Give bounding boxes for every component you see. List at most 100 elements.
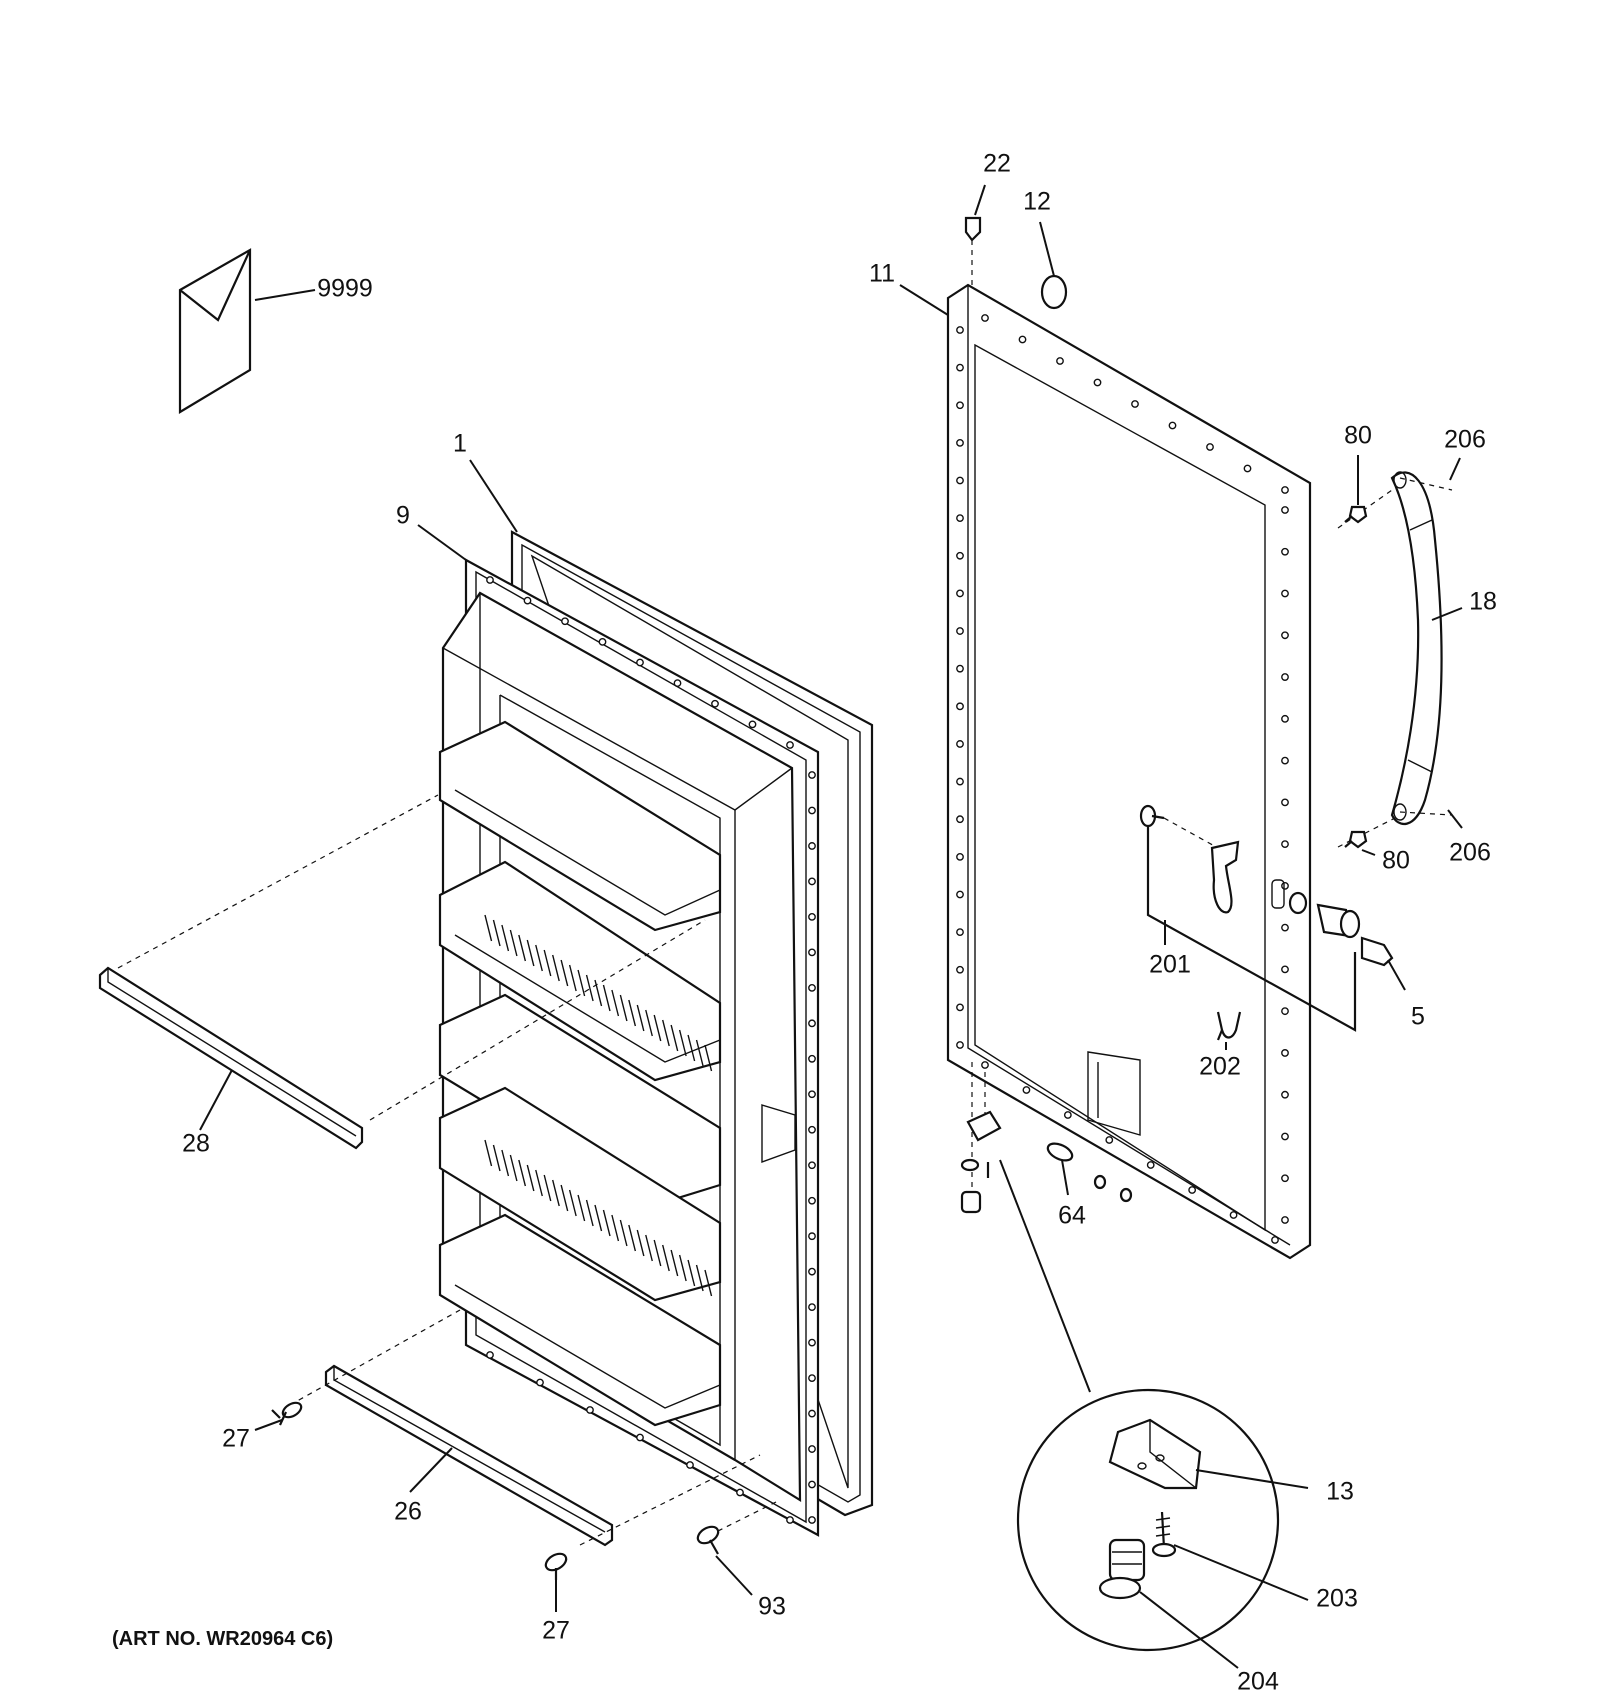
screw-hole: [673, 679, 682, 688]
wire-rib: [678, 1254, 687, 1282]
callout-202: 202: [1199, 1053, 1241, 1081]
wire-shelf-ribs-lower: [484, 1139, 713, 1297]
screw-hole: [1018, 335, 1027, 344]
wire-rib: [585, 974, 594, 1002]
screw-hole: [808, 771, 816, 779]
callout-206-upper: 206: [1444, 426, 1486, 454]
wire-rib: [577, 1194, 586, 1222]
screw-hole: [586, 1406, 594, 1414]
screw-hole: [956, 551, 964, 560]
screw-hole: [808, 1196, 816, 1205]
screw-hole: [808, 806, 816, 815]
screw-hole: [956, 890, 964, 899]
callout-204: 204: [1237, 1668, 1279, 1696]
wire-rib: [645, 1234, 653, 1262]
callout-28: 28: [182, 1130, 210, 1158]
hinge-bracket-part-13: [1108, 1418, 1202, 1490]
screw-hole: [956, 965, 964, 974]
screw-hole: [1281, 631, 1289, 640]
wire-rib: [636, 1004, 645, 1032]
screw-hole: [808, 877, 816, 886]
hinge-detail-circle: [999, 1159, 1280, 1652]
wire-rib: [653, 1239, 662, 1267]
lock-bolt-dashed-line: [1163, 817, 1237, 859]
screw-hole: [748, 720, 757, 729]
screw-hole: [808, 842, 816, 850]
door-liner-body: [438, 576, 816, 1524]
screw-hole: [956, 702, 964, 711]
screw-hole: [956, 514, 964, 523]
wire-rib: [619, 994, 628, 1022]
door-shelf-3: [438, 993, 722, 1207]
screw-hole: [808, 1125, 816, 1134]
wire-rib: [552, 954, 560, 982]
screw-hole: [808, 1019, 816, 1028]
shelf-bar-part-28: [98, 966, 364, 1150]
screw-hole: [1281, 923, 1289, 932]
wire-rib: [543, 949, 552, 977]
screw-part-80-lower: [1344, 830, 1368, 849]
screw-hole: [1146, 1161, 1155, 1169]
screw-hole: [1281, 1132, 1289, 1141]
door-shelf-1: [438, 720, 722, 932]
screw-hole: [808, 1338, 816, 1347]
wire-rib: [636, 1229, 645, 1257]
wire-rib: [492, 1144, 501, 1172]
art-number-caption: (ART NO. WR20964 C6): [112, 1628, 333, 1650]
callout-5: 5: [1411, 1003, 1425, 1031]
callout-203: 203: [1316, 1585, 1358, 1613]
callout-27-lower: 27: [542, 1617, 570, 1645]
screw-part-80-upper: [1344, 505, 1368, 524]
leveling-plug-part-204: [1098, 1538, 1146, 1600]
screw-hole: [808, 1303, 816, 1312]
wire-rib: [560, 959, 569, 987]
wire-rib: [501, 1149, 510, 1177]
callout-64: 64: [1058, 1202, 1086, 1230]
screw-hole: [523, 596, 532, 605]
screw-hole: [1281, 1007, 1289, 1016]
screw-hole: [1243, 464, 1252, 473]
wire-rib: [568, 964, 577, 992]
screw-hole: [486, 1351, 494, 1359]
screw-hole: [808, 1267, 816, 1276]
screw-hole: [1281, 547, 1289, 556]
callout-22: 22: [983, 150, 1011, 178]
callout-11: 11: [869, 260, 895, 288]
wire-rib: [704, 1044, 713, 1072]
screw-hole: [561, 617, 569, 626]
wire-rib: [602, 1209, 611, 1237]
wire-rib: [670, 1249, 679, 1277]
wire-rib: [628, 999, 637, 1027]
screw-hole: [808, 1232, 816, 1241]
screw-hole: [956, 589, 964, 598]
screw-hole: [1281, 840, 1289, 849]
callout-12: 12: [1023, 188, 1051, 216]
grommet-part-64: [1046, 1142, 1074, 1162]
wire-rib: [509, 929, 518, 957]
wire-rib: [518, 1159, 527, 1187]
hinge-hardware-bottom: [960, 1062, 1133, 1214]
screw-hole: [1281, 965, 1289, 974]
screw-hole: [536, 1378, 544, 1387]
screw-hole: [686, 1461, 694, 1469]
screw-hole: [956, 627, 964, 635]
wire-rib: [585, 1199, 594, 1227]
screw-hole: [808, 1409, 816, 1418]
screw-hole: [636, 1433, 644, 1442]
screw-hole: [956, 476, 964, 485]
screw-hole: [1281, 589, 1289, 598]
screw-hole: [1188, 1186, 1197, 1194]
callout-80-upper: 80: [1344, 422, 1372, 450]
screw-part-93: [696, 1525, 720, 1555]
screw-hole: [956, 1003, 964, 1012]
wire-rib: [645, 1009, 653, 1037]
leader-lines: [199, 184, 1463, 1669]
screw-hole: [981, 314, 989, 322]
screw-hole: [1281, 673, 1289, 681]
screw-part-27-lower: [544, 1552, 568, 1580]
callout-26: 26: [394, 1498, 422, 1526]
wire-rib: [568, 1189, 577, 1217]
wire-rib: [535, 1169, 543, 1197]
wire-rib: [526, 939, 535, 967]
